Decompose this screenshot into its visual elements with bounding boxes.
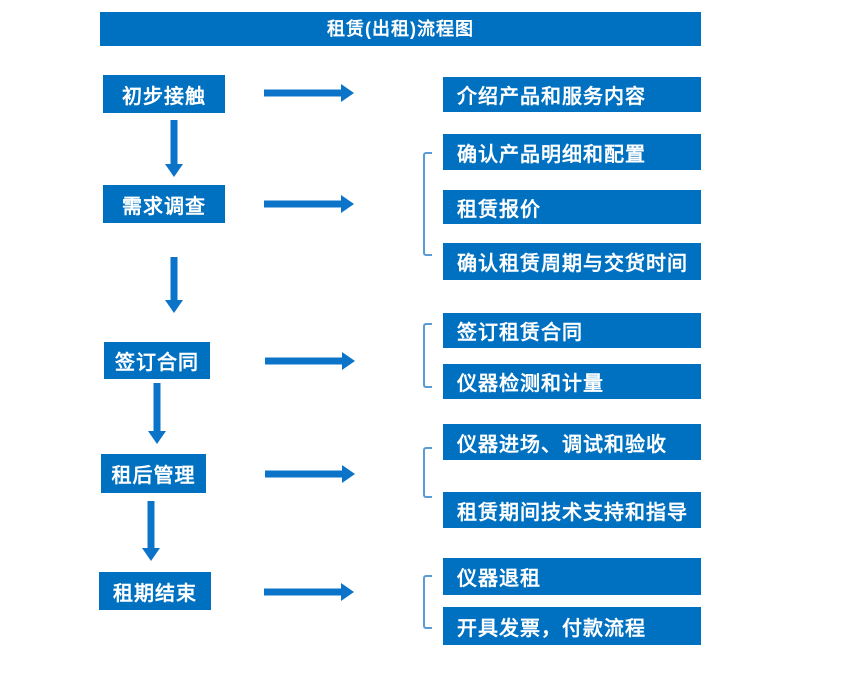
detail-box-rental-quote: 租赁报价 [443, 190, 701, 224]
arrow-head [165, 164, 183, 177]
arrow-head [142, 548, 160, 561]
bracket-group-5 [423, 575, 432, 629]
arrow-shaft [147, 501, 155, 550]
detail-box-sign-rental-contract: 签订租赁合同 [443, 313, 701, 348]
detail-box-introduce-products: 介绍产品和服务内容 [443, 77, 701, 112]
arrow-down-1 [165, 120, 183, 177]
arrow-down-2 [165, 257, 183, 313]
arrow-right-1 [264, 84, 354, 102]
step-box-sign-contract: 签订合同 [104, 342, 210, 379]
arrow-right-4 [265, 465, 355, 483]
arrow-head [165, 300, 183, 313]
step-box-lease-end: 租期结束 [99, 572, 211, 610]
arrow-down-3 [148, 383, 166, 444]
detail-box-technical-support: 租赁期间技术支持和指导 [443, 492, 701, 528]
bracket-group-4 [423, 447, 432, 498]
flow-title: 租赁(出租)流程图 [100, 12, 701, 46]
arrow-shaft [265, 470, 343, 478]
arrow-head [341, 84, 354, 102]
arrow-shaft [265, 357, 343, 365]
arrow-head [148, 431, 166, 444]
detail-box-invoice-payment: 开具发票，付款流程 [443, 607, 701, 645]
bracket-group-3 [423, 323, 432, 388]
arrow-right-2 [264, 195, 354, 213]
bracket-group-2 [423, 152, 432, 256]
arrow-shaft [153, 383, 161, 433]
detail-box-confirm-rental-period: 确认租赁周期与交货时间 [443, 243, 701, 280]
step-box-needs-survey: 需求调查 [103, 185, 225, 223]
arrow-shaft [264, 588, 342, 596]
arrow-shaft [170, 120, 178, 166]
arrow-shaft [170, 257, 178, 302]
step-box-initial-contact: 初步接触 [103, 75, 225, 113]
detail-box-instrument-setup: 仪器进场、调试和验收 [443, 424, 701, 460]
arrow-head [341, 195, 354, 213]
detail-box-instrument-return: 仪器退租 [443, 558, 701, 595]
arrow-head [341, 583, 354, 601]
arrow-right-3 [265, 352, 355, 370]
detail-box-confirm-product-details: 确认产品明细和配置 [443, 134, 701, 170]
arrow-right-5 [264, 583, 354, 601]
detail-box-instrument-testing: 仪器检测和计量 [443, 364, 701, 399]
arrow-head [342, 465, 355, 483]
arrow-shaft [264, 89, 342, 97]
step-box-post-rental-management: 租后管理 [101, 454, 206, 493]
arrow-shaft [264, 200, 342, 208]
arrow-down-4 [142, 501, 160, 561]
arrow-head [342, 352, 355, 370]
